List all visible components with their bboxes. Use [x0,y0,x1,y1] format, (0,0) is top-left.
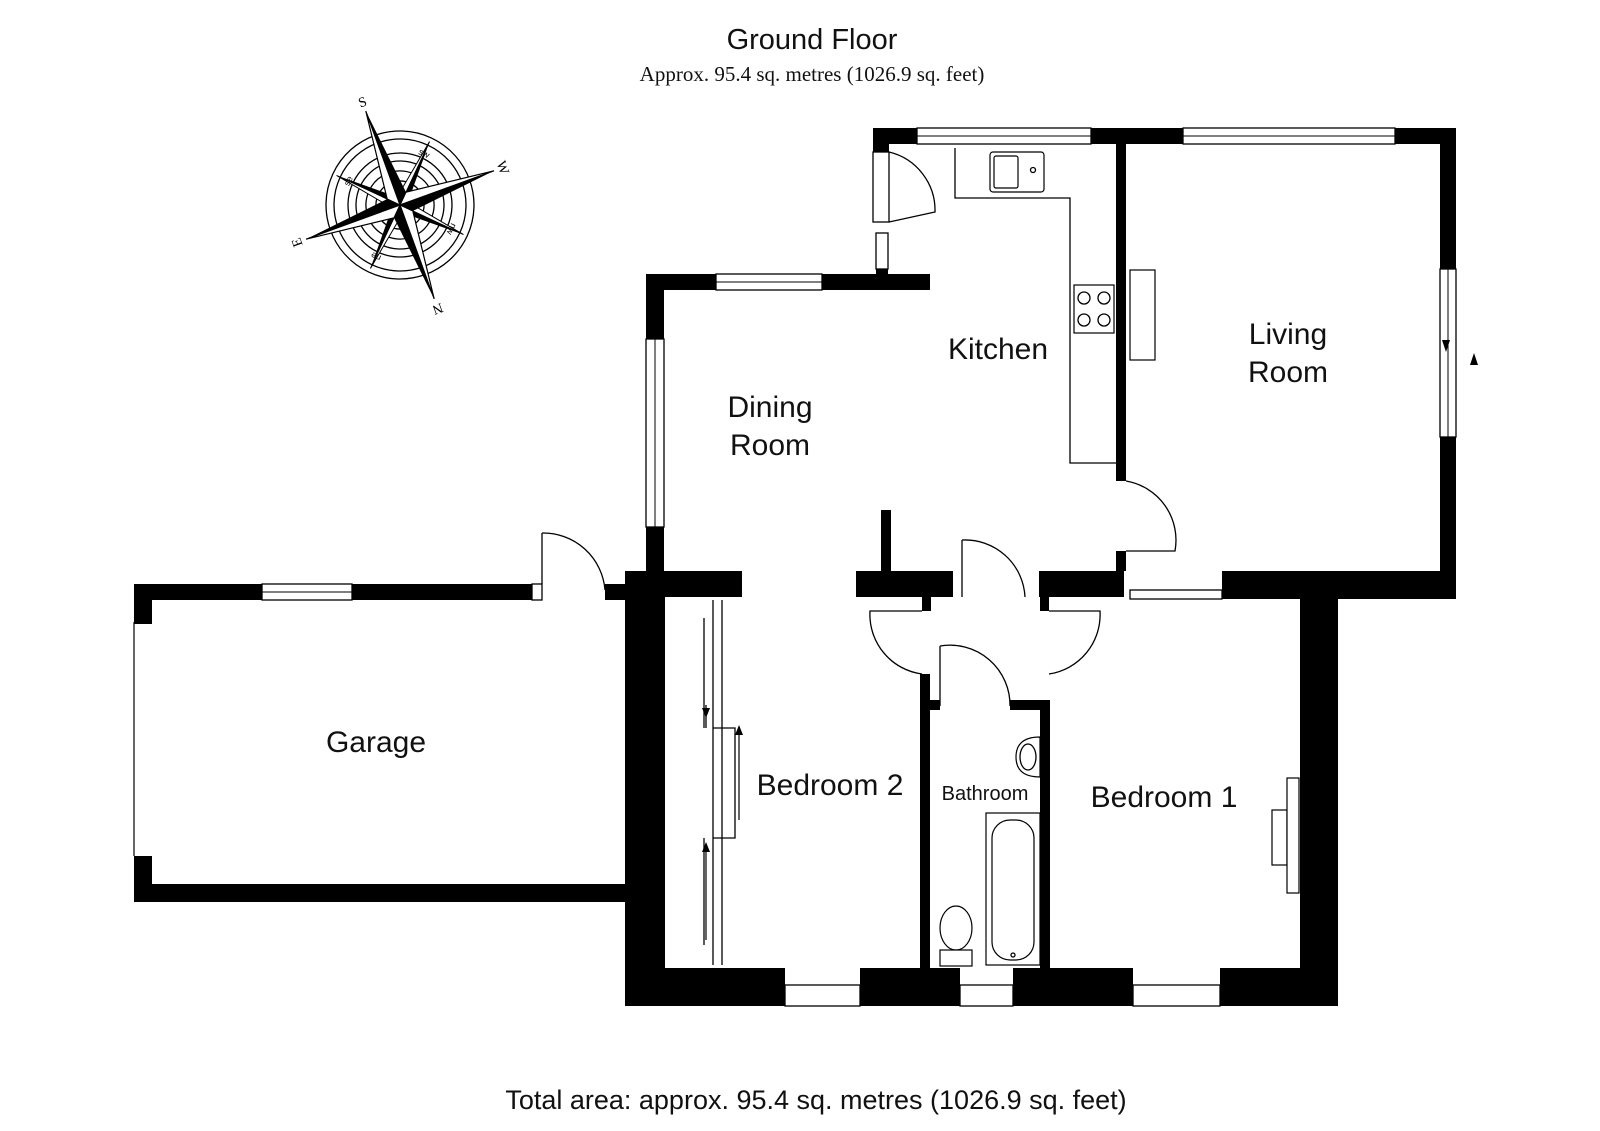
wash-basin-icon [1015,736,1041,778]
toilet-icon [939,905,973,967]
compass-label-ne: ne [369,250,382,263]
bedroom-2-label: Bedroom 2 [757,769,904,802]
kitchen-counter [954,148,1120,464]
compass-label-n: N [430,299,445,317]
bedroom-1-label: Bedroom 1 [1091,781,1238,814]
bathtub-icon [985,812,1041,966]
wardrobe [702,600,743,965]
living-room-label-line2: Room [1248,356,1328,389]
total-area-caption: Total area: approx. 95.4 sq. metres (102… [505,1085,1126,1115]
bathroom-label: Bathroom [942,783,1029,805]
compass-rose-icon: S W N E sw nw ne se [290,95,512,317]
chimney-breast [1129,269,1156,361]
hob-icon [1073,284,1115,334]
bedroom1-chimney-breast [1271,777,1300,894]
dining-room-label-line1: Dining [727,391,812,424]
garage-label: Garage [326,726,426,759]
compass-label-w: W [493,159,512,177]
compass-label-s: S [357,95,369,112]
living-room-label-line1: Living [1249,318,1327,351]
kitchen-label: Kitchen [948,333,1048,366]
windows [261,127,1478,1007]
plan-title: Ground Floor [727,24,898,56]
compass-label-e: E [290,236,307,249]
sink-icon [989,151,1045,193]
doors [531,151,1177,707]
plan-subtitle: Approx. 95.4 sq. metres (1026.9 sq. feet… [640,62,985,86]
compass-label-sw: sw [417,146,432,160]
dining-room-label-line2: Room [730,429,810,462]
compass-label-nw: nw [444,222,458,237]
walls [134,128,1456,1006]
compass-label-se: se [342,174,355,187]
